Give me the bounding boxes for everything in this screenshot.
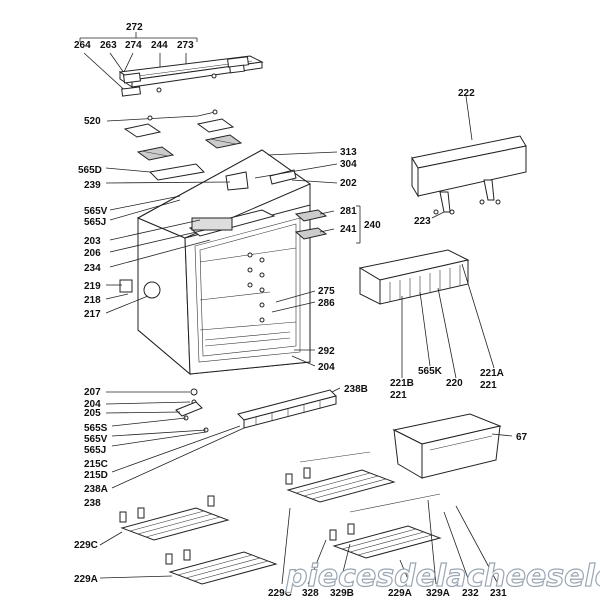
label-263: 263 — [100, 40, 117, 51]
crisper-bin-67 — [392, 413, 513, 479]
label-221-left: 221 — [390, 390, 407, 401]
label-67: 67 — [516, 432, 528, 443]
label-215D: 215D — [84, 470, 108, 481]
label-229C-left: 229C — [74, 540, 98, 551]
grille-plates-520 — [106, 109, 243, 161]
label-274: 274 — [125, 40, 142, 51]
label-292: 292 — [318, 346, 335, 357]
label-223: 223 — [414, 216, 431, 227]
label-565V-lower: 565V — [84, 434, 108, 445]
door-rack-222 — [411, 95, 527, 219]
cabinet-leaders — [105, 151, 338, 367]
label-241: 241 — [340, 224, 357, 235]
label-565J-lower: 565J — [84, 445, 106, 456]
part-labels: 272 264 263 274 244 273 222 520 313 304 … — [74, 22, 528, 599]
label-238: 238 — [84, 498, 101, 509]
label-565K: 565K — [418, 366, 443, 377]
label-240: 240 — [364, 220, 381, 231]
label-221A: 221A — [480, 368, 504, 379]
label-221B: 221B — [390, 378, 414, 389]
label-206: 206 — [84, 248, 101, 259]
label-328: 328 — [302, 588, 319, 599]
label-238A: 238A — [84, 484, 108, 495]
label-264: 264 — [74, 40, 91, 51]
label-329B: 329B — [330, 588, 354, 599]
label-203: 203 — [84, 236, 101, 247]
wire-shelf-middle — [285, 451, 396, 503]
label-273: 273 — [177, 40, 194, 51]
fridge-cabinet — [119, 149, 312, 376]
label-204-upper: 204 — [318, 362, 335, 373]
label-222: 222 — [458, 88, 475, 99]
label-238B: 238B — [344, 384, 368, 395]
door-shelf-221 — [358, 249, 495, 379]
label-520: 520 — [84, 116, 101, 127]
label-565D: 565D — [78, 165, 102, 176]
label-275: 275 — [318, 286, 335, 297]
label-202: 202 — [340, 178, 357, 189]
label-218: 218 — [84, 295, 101, 306]
label-219: 219 — [84, 281, 101, 292]
label-286: 286 — [318, 298, 335, 309]
label-204-lower: 204 — [84, 399, 101, 410]
label-565J-upper: 565J — [84, 217, 106, 228]
label-221-right: 221 — [480, 380, 497, 391]
label-239: 239 — [84, 180, 101, 191]
label-313: 313 — [340, 147, 357, 158]
label-229C-bottom: 229C — [268, 588, 292, 599]
label-205: 205 — [84, 408, 101, 419]
hinge-blocks-281-241 — [294, 205, 361, 244]
label-244: 244 — [151, 40, 168, 51]
watermark-text: piecesdelacheeselec.com — [285, 559, 600, 594]
label-232: 232 — [462, 588, 479, 599]
rack-238 — [111, 387, 341, 489]
label-565S: 565S — [84, 423, 108, 434]
label-229A-bottom: 229A — [388, 588, 412, 599]
label-207: 207 — [84, 387, 101, 398]
bottom-hinge-parts — [105, 388, 209, 447]
label-565V-upper: 565V — [84, 206, 108, 217]
label-234: 234 — [84, 263, 101, 274]
label-281: 281 — [340, 206, 357, 217]
label-329A: 329A — [426, 588, 450, 599]
label-231: 231 — [490, 588, 507, 599]
top-trim-assembly — [79, 32, 264, 97]
label-229A-left: 229A — [74, 574, 98, 585]
label-220: 220 — [446, 378, 463, 389]
wire-shelf-left-upper — [99, 495, 230, 546]
wire-shelf-left-lower — [99, 549, 278, 585]
label-272: 272 — [126, 22, 143, 33]
wire-shelf-right — [281, 493, 499, 585]
label-215C: 215C — [84, 459, 108, 470]
label-304: 304 — [340, 159, 357, 170]
label-217: 217 — [84, 309, 101, 320]
